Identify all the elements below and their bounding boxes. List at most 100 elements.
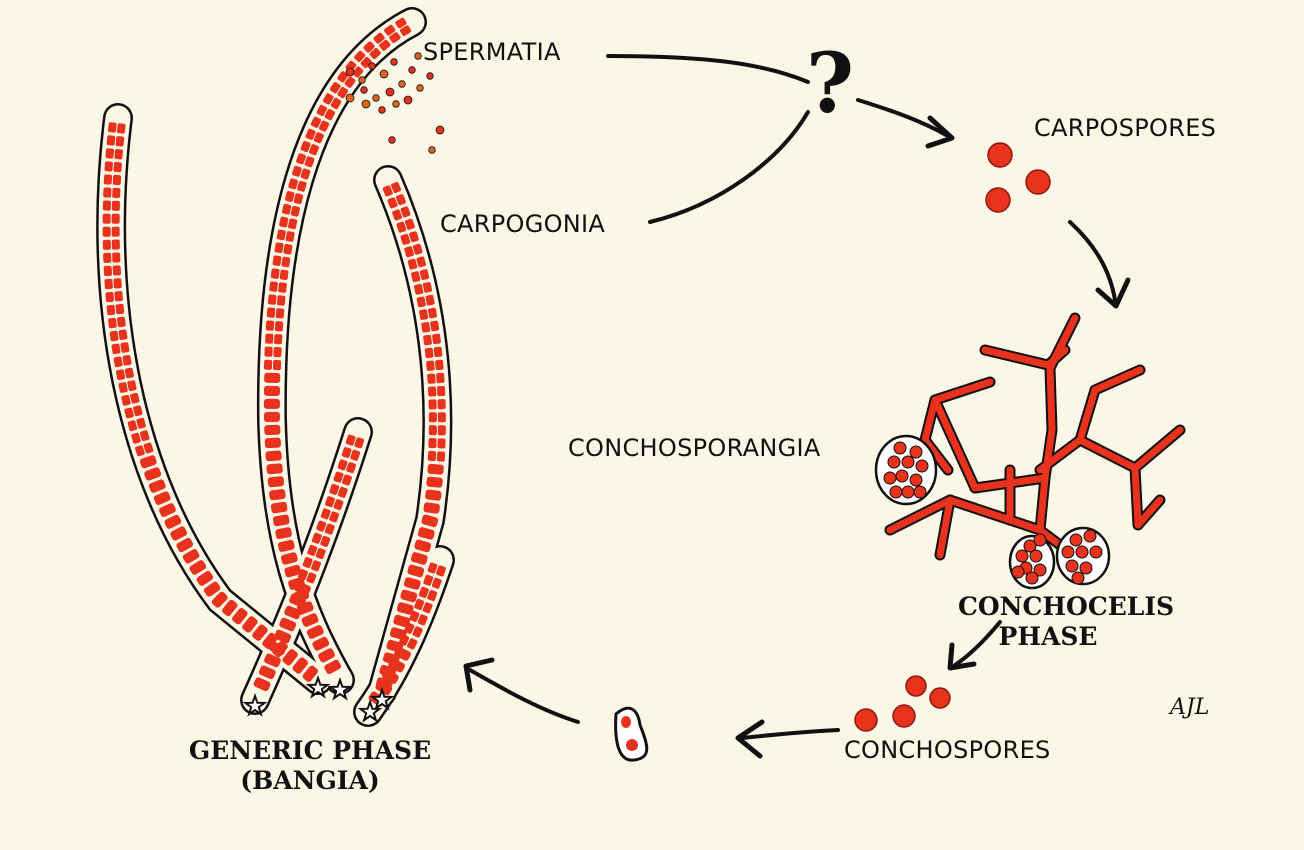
spermatium <box>404 96 412 104</box>
filament-cell <box>265 437 281 448</box>
filament-cell <box>265 450 282 461</box>
conchospore-in-sporangium <box>1016 550 1028 562</box>
filament-cell <box>104 279 113 290</box>
conchospore-in-sporangium <box>902 456 914 468</box>
filament-cell <box>429 399 437 409</box>
filament-cell <box>429 412 437 422</box>
filament-cell <box>266 463 283 474</box>
spermatium <box>379 107 386 114</box>
carpospore <box>986 188 1010 212</box>
label-spermatia: SPERMATIA <box>423 38 561 66</box>
filament-cell <box>269 489 286 501</box>
conchospore-in-sporangium <box>1090 546 1102 558</box>
filament-cell <box>281 256 290 267</box>
filament-cell <box>427 373 436 384</box>
filament-cell <box>109 330 118 341</box>
filament-cell <box>283 244 293 255</box>
spermatium <box>380 70 388 78</box>
filament-cell <box>120 342 129 353</box>
filament-cell <box>426 476 443 487</box>
spermatium <box>391 59 398 66</box>
filament-cell <box>103 187 111 197</box>
label-carpogonia: CARPOGONIA <box>440 210 605 238</box>
filament-cell <box>430 320 439 331</box>
filament-cell <box>269 281 278 292</box>
conchospore-in-sporangium <box>1080 562 1092 574</box>
filament-cell <box>117 123 126 134</box>
filament-cell <box>267 476 284 488</box>
filament-cell <box>112 188 120 198</box>
label-conchospores: CONCHOSPORES <box>844 736 1051 764</box>
conchospore-in-sporangium <box>902 486 914 498</box>
filament-cell <box>112 240 120 250</box>
conchospore <box>906 676 926 696</box>
spermatium <box>369 63 376 70</box>
conchospore-in-sporangium <box>910 474 922 486</box>
conchospore-in-sporangium <box>1012 566 1024 578</box>
filament-cell <box>264 425 280 436</box>
conchospore-in-sporangium <box>1072 572 1084 584</box>
filament-cell <box>115 136 124 147</box>
carpospore <box>988 143 1012 167</box>
conchospore-in-sporangium <box>896 470 908 482</box>
spermatium <box>362 100 370 108</box>
germling-cell <box>621 716 631 728</box>
filament-cell <box>428 451 437 461</box>
filament-cell <box>264 360 272 370</box>
conchospore-in-sporangium <box>1062 546 1074 558</box>
filament-cell <box>108 318 117 329</box>
filament-cell <box>118 329 127 340</box>
filament-cell <box>113 175 122 185</box>
filament-cell <box>105 292 114 303</box>
conchospore-in-sporangium <box>1034 534 1046 546</box>
conchospore <box>893 705 915 727</box>
filament-cell <box>264 347 272 357</box>
label-carpospores: CARPOSPORES <box>1034 114 1216 142</box>
filament-cell <box>103 214 111 224</box>
spermatium <box>415 53 422 60</box>
spermatium <box>346 68 354 76</box>
filament-cell <box>437 438 445 448</box>
conchocelis-line1: CONCHOCELIS <box>958 592 1138 622</box>
filament-cell <box>113 278 122 289</box>
conchospore-in-sporangium <box>1070 534 1082 546</box>
filament-cell <box>264 399 280 409</box>
generic-line1: GENERIC PHASE <box>170 736 450 766</box>
conchospore-in-sporangium <box>914 486 926 498</box>
filament-cell <box>429 425 437 435</box>
filament-cell <box>104 266 113 276</box>
filament-cell <box>428 438 436 448</box>
filament-cell <box>277 295 286 306</box>
filament-cell <box>264 373 280 383</box>
spermatium <box>361 87 368 94</box>
filament-cell <box>113 265 122 275</box>
conchospore <box>930 688 950 708</box>
conchospore-in-sporangium <box>884 472 896 484</box>
spermatium <box>429 147 436 154</box>
filament-cell <box>436 373 445 384</box>
filament-cell <box>438 412 446 422</box>
filament-cell <box>103 227 111 237</box>
conchospore-in-sporangium <box>1066 560 1078 572</box>
filament-cell <box>104 161 113 172</box>
spermatium <box>436 126 444 134</box>
filament-cell <box>103 240 111 250</box>
spermatium <box>386 88 394 96</box>
filament-cell <box>274 242 284 253</box>
germling-cell <box>626 739 638 751</box>
label-conchocelis-phase: CONCHOCELIS PHASE <box>958 592 1138 652</box>
filament-cell <box>104 174 113 184</box>
filament-cell <box>103 253 111 263</box>
filament-cell <box>279 269 288 280</box>
label-conchosporangia: CONCHOSPORANGIA <box>568 434 821 462</box>
filament-cell <box>425 489 442 501</box>
filament-cell <box>268 294 277 305</box>
label-generic-phase: GENERIC PHASE (BANGIA) <box>170 736 450 796</box>
conchospore-in-sporangium <box>1026 572 1038 584</box>
filament-cell <box>423 335 432 346</box>
filament-cell <box>103 201 111 211</box>
filament-cell <box>437 451 446 461</box>
spermatium <box>399 81 406 88</box>
spermatium <box>373 95 380 102</box>
conchospore-in-sporangium <box>1084 530 1096 542</box>
